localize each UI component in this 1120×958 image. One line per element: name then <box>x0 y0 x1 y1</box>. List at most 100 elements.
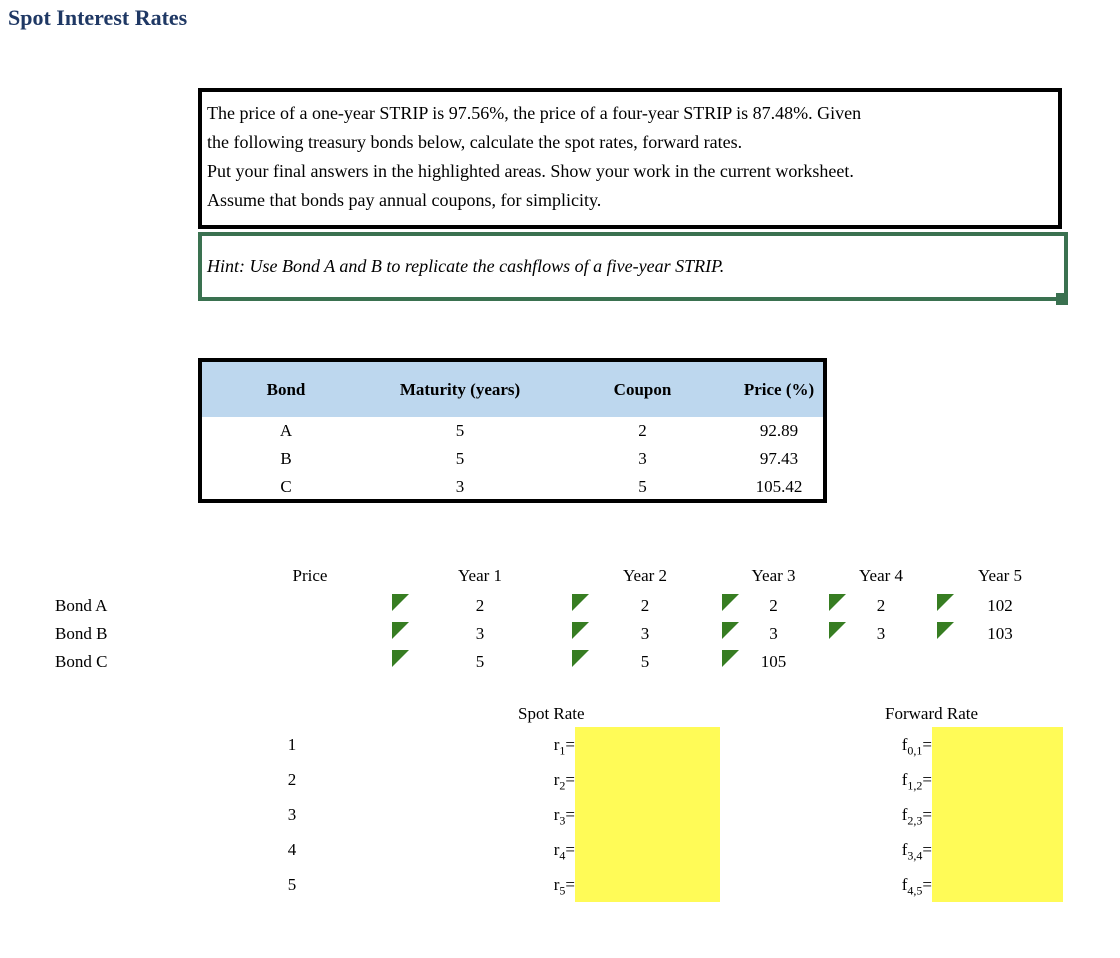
forward-rate-label: f0,1= <box>901 735 932 758</box>
cell-value: 3 <box>475 624 485 643</box>
forward-rate-answer-area[interactable] <box>932 727 1063 902</box>
cashflow-empty-cell <box>40 560 230 592</box>
cell-error-flag-icon <box>572 622 589 639</box>
selection-handle-icon[interactable] <box>1056 293 1068 305</box>
period-number: 2 <box>287 770 297 789</box>
cashflow-price-cell <box>230 620 390 648</box>
cell-value: 2 <box>640 596 650 615</box>
instruction-line: the following treasury bonds below, calc… <box>207 132 743 152</box>
cell-error-flag-icon <box>937 594 954 611</box>
period-number: 3 <box>287 805 297 824</box>
spot-rate-labels: r1= r2= r3= r4= r5= <box>495 727 575 902</box>
cell-error-flag-icon <box>829 594 846 611</box>
cell-value: 105 <box>760 652 787 671</box>
bond-table: Bond Maturity (years) Coupon Price (%) A… <box>198 358 827 503</box>
cashflow-cell: 2 <box>720 592 827 620</box>
cashflow-cell: 102 <box>935 592 1065 620</box>
cashflow-cell: 5 <box>570 648 720 676</box>
period-numbers: 1 2 3 4 5 <box>280 727 304 902</box>
bond-table-cell: 97.43 <box>759 449 799 468</box>
cell-error-flag-icon <box>722 650 739 667</box>
cell-error-flag-icon <box>829 622 846 639</box>
cell-value: 2 <box>769 596 778 615</box>
spot-rate-title: Spot Rate <box>518 704 585 723</box>
bond-table-cell: B <box>280 449 292 468</box>
cashflow-cell: 2 <box>827 592 935 620</box>
cell-value: 2 <box>876 596 886 615</box>
bond-table-cell: 2 <box>638 421 647 440</box>
spot-rate-label: r1= <box>553 735 575 758</box>
bond-table-cell: 5 <box>455 421 465 440</box>
cell-value: 2 <box>475 596 485 615</box>
cashflow-year3-header: Year 3 <box>751 566 796 585</box>
spot-rate-label: r2= <box>553 770 575 793</box>
cashflow-year1-header: Year 1 <box>457 566 503 585</box>
period-number: 1 <box>287 735 297 754</box>
cell-value: 3 <box>640 624 650 643</box>
cashflow-cell: 2 <box>570 592 720 620</box>
forward-rate-label: f2,3= <box>901 805 932 828</box>
cashflow-row-label: Bond C <box>55 652 108 671</box>
cashflow-cell: 103 <box>935 620 1065 648</box>
cell-value: 3 <box>876 624 886 643</box>
cell-error-flag-icon <box>722 622 739 639</box>
bond-table-header-coupon: Coupon <box>550 362 735 417</box>
period-number: 4 <box>287 840 297 859</box>
cashflow-price-cell <box>230 592 390 620</box>
cell-value: 103 <box>987 624 1013 643</box>
instruction-line: Put your final answers in the highlighte… <box>207 161 854 181</box>
cashflow-cell: 3 <box>720 620 827 648</box>
spot-rate-label: r4= <box>553 840 575 863</box>
bond-table-cell: A <box>279 421 293 440</box>
cashflow-row-label: Bond B <box>55 624 108 643</box>
bond-table-cell: 5 <box>638 477 647 496</box>
cell-error-flag-icon <box>392 622 409 639</box>
cashflow-row-label: Bond A <box>55 596 108 615</box>
bond-table-cell: 5 <box>455 449 465 468</box>
hint-text: Hint: Use Bond A and B to replicate the … <box>207 256 725 276</box>
cashflow-cell: 3 <box>570 620 720 648</box>
bond-table-header-price: Price (%) <box>735 362 823 417</box>
cashflow-grid: Price Year 1 Year 2 Year 3 Year 4 Year 5… <box>40 560 1065 676</box>
forward-rate-label: f3,4= <box>901 840 932 863</box>
forward-rate-label: f4,5= <box>901 875 932 898</box>
cell-error-flag-icon <box>392 650 409 667</box>
cashflow-cell <box>827 648 935 676</box>
bond-table-header-maturity: Maturity (years) <box>370 362 550 417</box>
forward-rate-title: Forward Rate <box>885 704 979 723</box>
cashflow-price-header: Price <box>292 566 328 585</box>
forward-rate-labels: f0,1= f1,2= f2,3= f3,4= f4,5= <box>845 727 932 902</box>
cell-error-flag-icon <box>572 594 589 611</box>
cell-value: 3 <box>769 624 778 643</box>
cashflow-cell: 3 <box>390 620 570 648</box>
cashflow-cell: 105 <box>720 648 827 676</box>
bond-table-cell: 105.42 <box>755 477 803 496</box>
hint-box[interactable]: Hint: Use Bond A and B to replicate the … <box>198 232 1068 301</box>
bond-table-cell: 3 <box>638 449 647 468</box>
bond-table-cell: C <box>280 477 292 496</box>
spot-rate-label: r5= <box>553 875 575 898</box>
spot-rate-answer-area[interactable] <box>575 727 720 902</box>
cashflow-price-cell <box>230 648 390 676</box>
bond-table-header-bond: Bond <box>202 362 370 417</box>
cashflow-cell: 2 <box>390 592 570 620</box>
cell-value: 5 <box>640 652 650 671</box>
cashflow-year5-header: Year 5 <box>977 566 1023 585</box>
cell-value: 5 <box>475 652 485 671</box>
instruction-line: The price of a one-year STRIP is 97.56%,… <box>207 103 862 123</box>
cashflow-year4-header: Year 4 <box>858 566 904 585</box>
bond-table-cell: 3 <box>455 477 465 496</box>
cashflow-cell: 3 <box>827 620 935 648</box>
cell-error-flag-icon <box>722 594 739 611</box>
spot-rate-label: r3= <box>553 805 575 828</box>
bond-table-cell: 92.89 <box>759 421 799 440</box>
instruction-line: Assume that bonds pay annual coupons, fo… <box>207 190 602 210</box>
page-title: Spot Interest Rates <box>8 5 188 30</box>
cell-value: 102 <box>987 596 1013 615</box>
instructions-box[interactable]: The price of a one-year STRIP is 97.56%,… <box>198 88 1062 229</box>
cashflow-cell <box>935 648 1065 676</box>
cashflow-year2-header: Year 2 <box>622 566 668 585</box>
cell-error-flag-icon <box>392 594 409 611</box>
cell-error-flag-icon <box>572 650 589 667</box>
